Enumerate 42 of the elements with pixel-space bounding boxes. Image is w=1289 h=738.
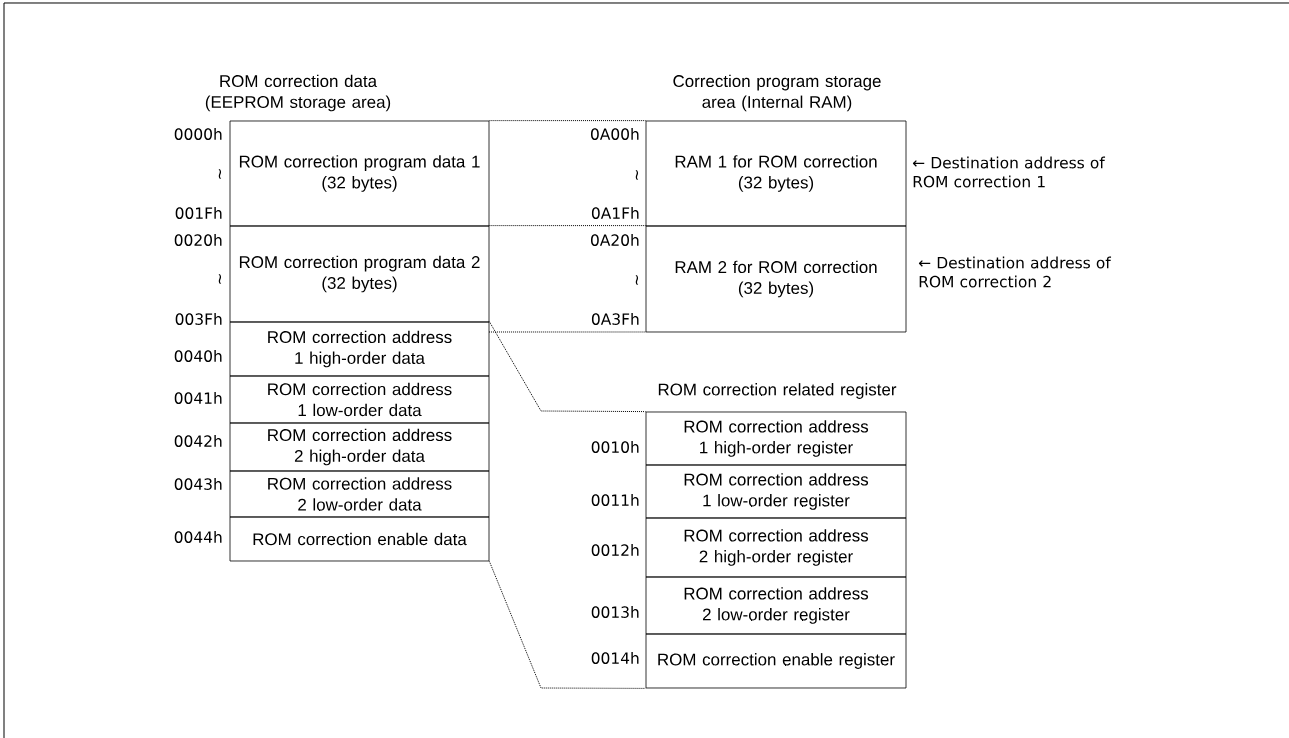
address-label: 0011h [591, 494, 639, 506]
note-text: ← Destination address of ROM correction 2 [918, 256, 1112, 288]
memory-cell: ROM correction address 2 high-order register [645, 517, 907, 578]
address-label: 0020h [174, 234, 222, 246]
address-label: ≀ [218, 169, 222, 179]
mapping-line [488, 321, 647, 413]
memory-cell: ROM correction address 1 low-order register [645, 464, 907, 519]
address-label: 0A20h [591, 234, 639, 246]
memory-cell: ROM correction address 1 high-order data [229, 321, 490, 377]
address-label: ≀ [635, 170, 639, 180]
mapping-line [488, 560, 647, 689]
memory-cell: ROM correction address 1 high-order register [645, 411, 907, 466]
mapping-line [488, 120, 647, 122]
address-label: 0014h [591, 652, 639, 664]
address-label: 0042h [174, 435, 222, 447]
note-text: ← Destination address of ROM correction 1 [912, 156, 1106, 188]
mapping-line [488, 225, 647, 227]
address-label: 0A1Fh [591, 207, 639, 219]
memory-cell: ROM correction address 2 low-order register [645, 576, 907, 635]
address-label: 0044h [174, 531, 222, 543]
memory-cell: ROM correction enable register [645, 633, 907, 689]
address-label: 003Fh [175, 313, 222, 325]
address-label: 0040h [174, 350, 222, 362]
memory-cell: ROM correction address 1 low-order data [229, 375, 490, 424]
address-label: ≀ [218, 274, 222, 284]
address-label: ≀ [635, 275, 639, 285]
memory-cell: ROM correction address 2 high-order data [229, 422, 490, 472]
address-label: 001Fh [175, 207, 222, 219]
address-label: 0041h [174, 392, 222, 404]
memory-cell: ROM correction program data 2 (32 bytes) [229, 225, 490, 323]
memory-cell: ROM correction enable data [229, 516, 490, 562]
memory-cell: ROM correction program data 1 (32 bytes) [229, 120, 490, 227]
memory-cell: RAM 2 for ROM correction (32 bytes) [645, 225, 907, 333]
address-label: 0A00h [591, 128, 639, 140]
address-label: 0043h [174, 478, 222, 490]
address-label: 0000h [174, 128, 222, 140]
address-label: 0013h [591, 606, 639, 618]
memory-cell: ROM correction address 2 low-order data [229, 470, 490, 518]
memory-cell: RAM 1 for ROM correction (32 bytes) [645, 120, 907, 227]
address-label: 0A3Fh [591, 313, 639, 325]
address-label: 0012h [591, 544, 639, 556]
address-label: 0010h [591, 441, 639, 453]
